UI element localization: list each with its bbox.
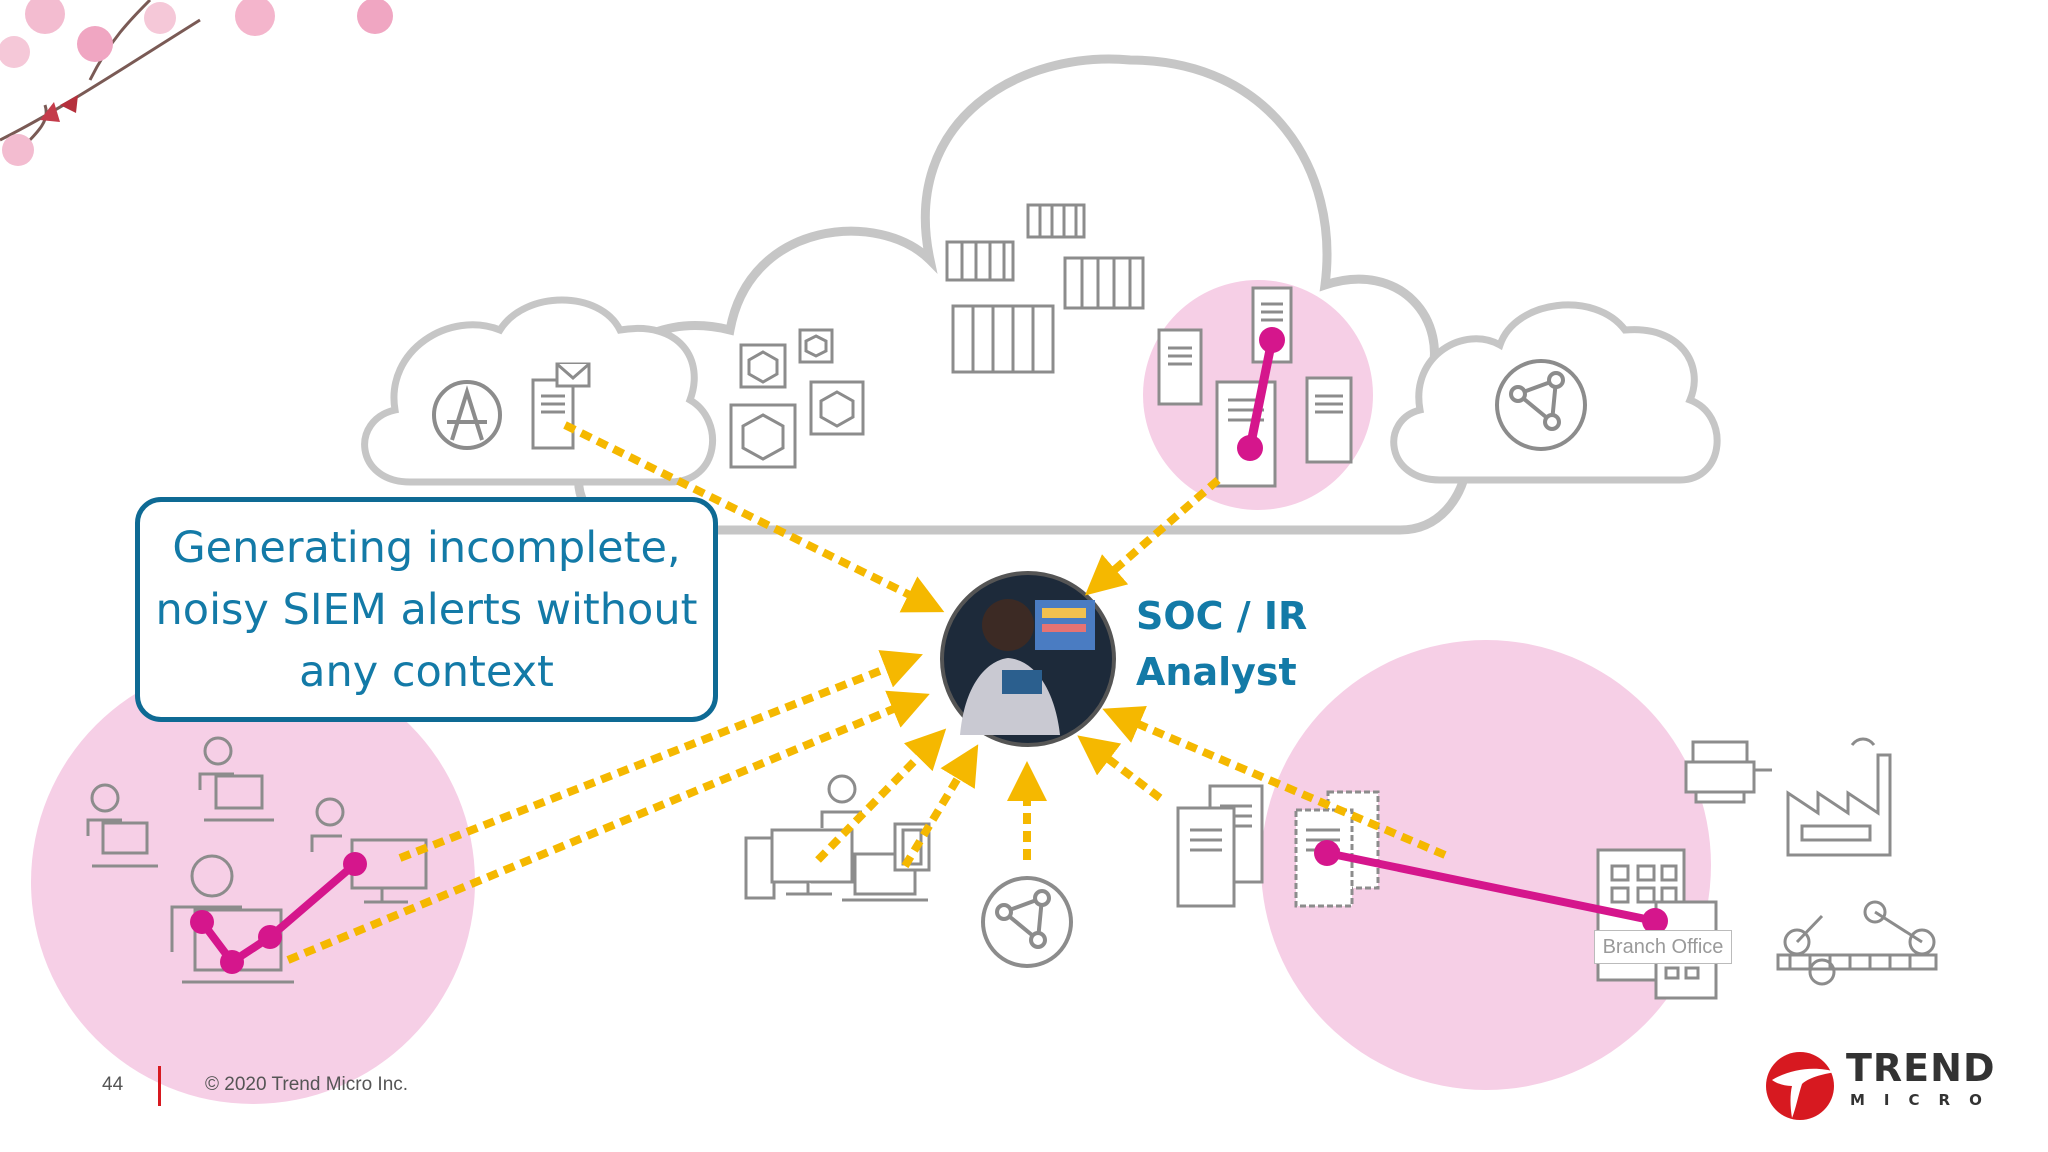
email-server-icon (531, 362, 591, 450)
trend-micro-logo: TREND MICRO (1762, 1046, 1995, 1122)
branch-office-label: Branch Office (1594, 930, 1732, 964)
callout-line: any context (299, 646, 554, 697)
cloud-lateral-movement-path (1237, 327, 1285, 461)
analyst-label: SOC / IR Analyst (1136, 588, 1307, 700)
branch-lateral-movement-path (1314, 840, 1668, 934)
analyst-label-line: Analyst (1136, 650, 1297, 694)
logo-subtext: MICRO (1850, 1091, 2001, 1109)
cherry-blossom-decoration (0, 0, 393, 166)
on-premise-server-icons (1176, 784, 1380, 908)
printer-icon (1684, 740, 1772, 804)
network-icon (981, 876, 1073, 968)
factory-icon (1786, 737, 1892, 857)
callout-line: noisy SIEM alerts without (155, 584, 698, 635)
app-store-icon (432, 380, 502, 450)
callout-line: Generating incomplete, (172, 522, 681, 573)
cloud-server-icons (1157, 286, 1353, 488)
footer-divider (158, 1066, 161, 1106)
alert-arrows (286, 421, 1447, 964)
endpoint-lateral-movement-path (190, 852, 367, 974)
desktop-device-icons (744, 774, 931, 902)
endpoint-compromise-zone (31, 660, 475, 1104)
serverless-function-icons (729, 328, 865, 469)
analyst-photo (940, 571, 1116, 747)
trend-micro-logo-mark-icon (1766, 1052, 1836, 1120)
robotic-assembly-icon (1776, 900, 1938, 986)
cloud-network-icon (1495, 359, 1587, 451)
siem-alert-callout: Generating incomplete, noisy SIEM alerts… (135, 497, 718, 722)
copyright-text: © 2020 Trend Micro Inc. (205, 1074, 409, 1095)
logo-wordmark: TREND (1846, 1046, 1996, 1090)
analyst-label-line: SOC / IR (1136, 594, 1308, 638)
page-number: 44 (102, 1074, 124, 1095)
container-icons (945, 203, 1145, 374)
